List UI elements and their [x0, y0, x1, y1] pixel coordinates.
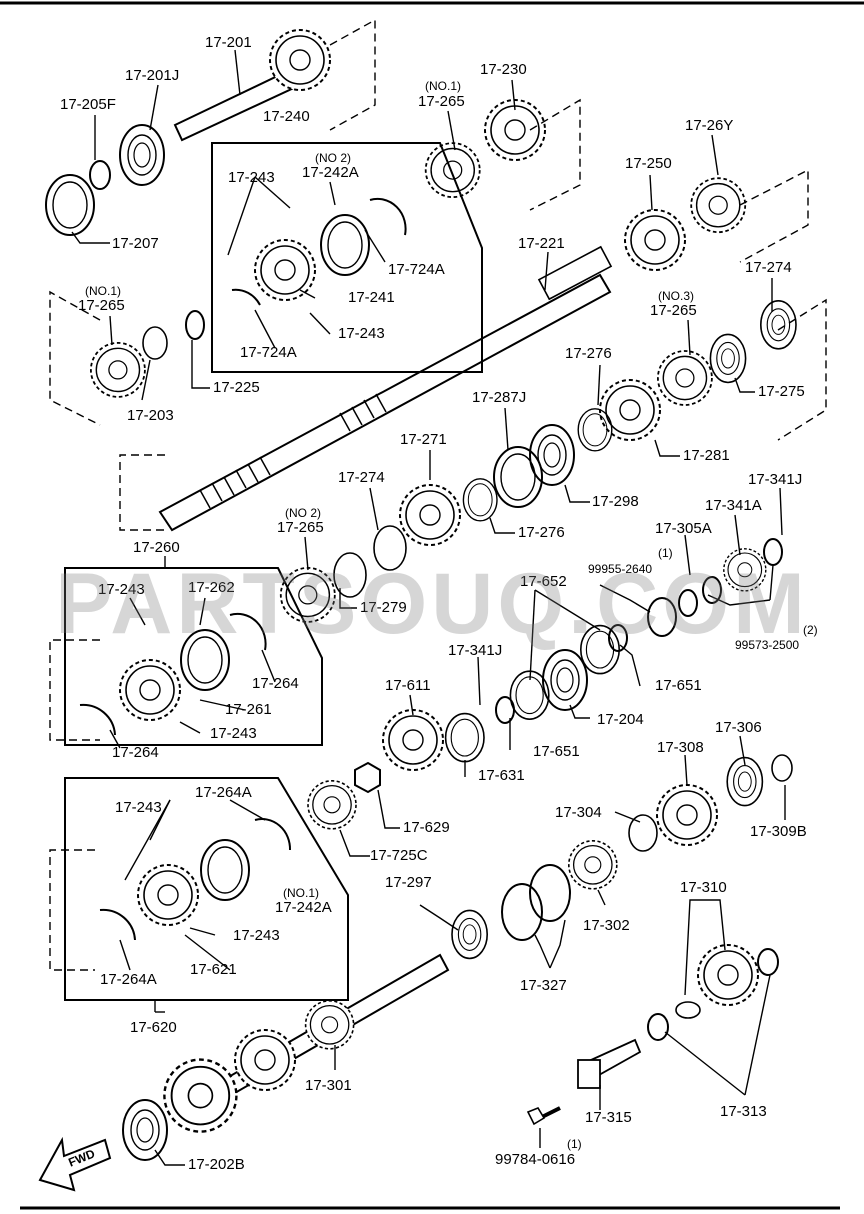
part-label: 17-221 — [518, 235, 565, 252]
part-label: 17-341J — [748, 471, 803, 488]
part-label: 17-281 — [683, 447, 730, 464]
part-label: 17-26Y — [685, 117, 734, 134]
part-label: 17-306 — [715, 719, 762, 736]
part-label: 17-243 — [98, 581, 145, 598]
part-label: 17-203 — [127, 407, 174, 424]
part-label: 17-225 — [213, 379, 260, 396]
part-label: 17-725C — [370, 847, 428, 864]
part-label: 17-279 — [360, 599, 407, 616]
part-label: (NO.3) — [658, 289, 694, 303]
part-label: 17-265 — [650, 302, 697, 319]
part-label: 17-265 — [418, 93, 465, 110]
part-label: 17-297 — [385, 874, 432, 891]
group-label-17-260: 17-260 — [133, 539, 180, 556]
part-label: 17-275 — [758, 383, 805, 400]
part-label: 17-243 — [115, 799, 162, 816]
part-label: 17-250 — [625, 155, 672, 172]
part-label: 17-276 — [518, 524, 565, 541]
part-label: 17-202B — [188, 1156, 245, 1173]
part-label: 17-265 — [277, 519, 324, 536]
part-label: 17-309B — [750, 823, 807, 840]
part-label: 17-274 — [338, 469, 385, 486]
part-label: 17-304 — [555, 804, 602, 821]
part-label: 17-243 — [338, 325, 385, 342]
part-label: 17-341A — [705, 497, 762, 514]
leader-lines — [71, 49, 786, 1166]
part-label: (2) — [803, 623, 818, 637]
part-label: (NO 2) — [315, 151, 351, 165]
part-label: 99573-2500 — [735, 638, 800, 652]
part-label: 17-264A — [100, 971, 157, 988]
part-label: 17-341J — [448, 642, 503, 659]
part-label: 17-611 — [385, 677, 431, 694]
group-17-260-frame — [64, 567, 323, 746]
part-label: 17-313 — [720, 1103, 767, 1120]
part-label: 17-305A — [655, 520, 712, 537]
input-shaft — [173, 29, 331, 142]
part-label: (NO.1) — [425, 79, 461, 93]
part-label: 17-310 — [680, 879, 727, 896]
part-label: (1) — [567, 1137, 582, 1151]
part-label: 17-204 — [597, 711, 644, 728]
part-label: 17-230 — [480, 61, 527, 78]
part-label: 17-724A — [240, 344, 297, 361]
group-17-620-frame — [64, 777, 349, 1001]
part-label: 17-631 — [478, 767, 525, 784]
part-label: 17-264 — [252, 675, 299, 692]
part-label: 17-621 — [190, 961, 237, 978]
main-shaft — [158, 245, 613, 532]
part-label: 99955-2640 — [588, 562, 653, 576]
part-label: 17-243 — [228, 169, 275, 186]
part-label: 17-241 — [348, 289, 395, 306]
part-label: 17-205F — [60, 96, 116, 113]
part-label: 17-242A — [302, 164, 359, 181]
part-label: 17-262 — [188, 579, 235, 596]
part-label: 17-276 — [565, 345, 612, 362]
counter-shaft — [163, 953, 450, 1133]
part-label: (1) — [658, 546, 673, 560]
component-shapes — [45, 99, 797, 1161]
part-label: 17-243 — [210, 725, 257, 742]
part-label: 17-242A — [275, 899, 332, 916]
part-label: 17-298 — [592, 493, 639, 510]
part-label: 17-243 — [233, 927, 280, 944]
part-label: 17-724A — [388, 261, 445, 278]
part-label: 17-264A — [195, 784, 252, 801]
part-label: 17-651 — [655, 677, 702, 694]
part-label: 17-302 — [583, 917, 630, 934]
part-label: 17-201 — [205, 34, 252, 51]
part-label: 17-327 — [520, 977, 567, 994]
part-label: 17-265 — [78, 297, 125, 314]
part-label: 17-261 — [225, 701, 272, 718]
group-17-240-frame — [211, 142, 483, 373]
part-label: 17-651 — [533, 743, 580, 760]
group-label-17-620: 17-620 — [130, 1019, 177, 1036]
part-label: 17-207 — [112, 235, 159, 252]
phantom-lines — [49, 18, 827, 971]
part-label: 17-264 — [112, 744, 159, 761]
part-label: 17-308 — [657, 739, 704, 756]
part-label: 17-652 — [520, 573, 567, 590]
group-label-17-240: 17-240 — [263, 108, 310, 125]
part-label: 17-301 — [305, 1077, 352, 1094]
part-label: (NO.1) — [283, 886, 319, 900]
part-label: 17-271 — [400, 431, 447, 448]
part-label: (NO 2) — [285, 506, 321, 520]
part-label: 17-201J — [125, 67, 180, 84]
part-label: 17-274 — [745, 259, 792, 276]
part-label: 17-315 — [585, 1109, 632, 1126]
fwd-arrow-icon — [38, 1136, 112, 1192]
part-label: 17-629 — [403, 819, 450, 836]
part-label: 17-287J — [472, 389, 527, 406]
part-label: (NO.1) — [85, 284, 121, 298]
part-label: 99784-0616 — [495, 1151, 576, 1168]
